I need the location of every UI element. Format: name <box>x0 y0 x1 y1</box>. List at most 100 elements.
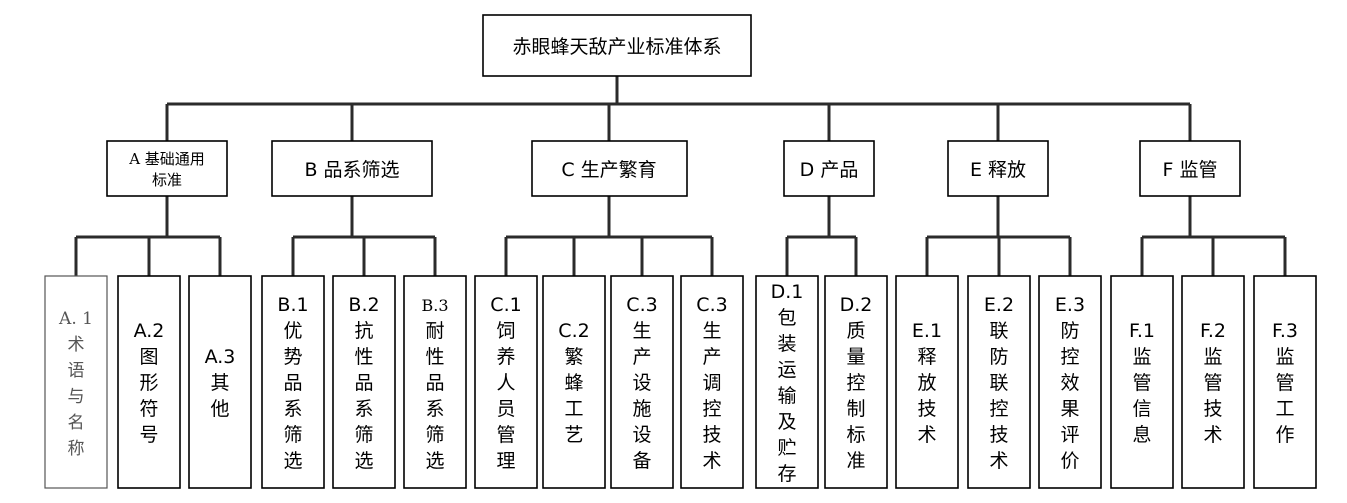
leaf-box <box>1110 275 1174 489</box>
leaf-char: 性 <box>425 346 444 368</box>
leaf-char: 其 <box>210 372 229 394</box>
leaf-char: 联 <box>989 320 1008 342</box>
leaf-char: 管 <box>1203 372 1222 394</box>
category-box <box>947 140 1049 197</box>
category-label: A 基础通用 <box>128 150 205 168</box>
leaf-box <box>188 275 252 489</box>
leaf-char: 输 <box>777 385 796 407</box>
leaf-char: 量 <box>846 346 865 368</box>
category-c: C 生产繁育 <box>531 140 688 197</box>
leaf-char: 释 <box>917 346 936 368</box>
leaf-code: A.3 <box>205 346 236 368</box>
leaf-box <box>44 275 108 489</box>
leaf-char: 及 <box>777 411 796 433</box>
leaf-char: 监 <box>1203 346 1222 368</box>
leaf-char: 技 <box>917 398 936 420</box>
leaf-char: 包 <box>777 307 796 329</box>
root-box <box>482 14 752 77</box>
leaf-char: 息 <box>1132 424 1151 446</box>
leaf-char: 生 <box>632 320 651 342</box>
category-label: D 产品 <box>800 159 859 181</box>
leaf-char: 管 <box>496 424 515 446</box>
leaf-code: E.1 <box>912 320 942 342</box>
leaf-char: 控 <box>846 372 865 394</box>
leaf-char: 他 <box>210 398 229 420</box>
leaf-char: 系 <box>354 398 373 420</box>
leaf-char: 语 <box>68 361 85 381</box>
category-b: B 品系筛选 <box>271 140 433 197</box>
leaf-char: 术 <box>68 335 85 355</box>
leaf-char: 产 <box>632 346 651 368</box>
leaf-char: 监 <box>1275 346 1294 368</box>
leaf-box <box>117 275 181 489</box>
leaf-char: 评 <box>1060 424 1079 446</box>
leaf-char: 蜂 <box>564 372 583 394</box>
leaf-char: 联 <box>989 372 1008 394</box>
leaf-box <box>1253 275 1317 489</box>
leaf-char: 设 <box>632 372 651 394</box>
leaf-char: 控 <box>1060 346 1079 368</box>
leaf-nodes: A. 1术语与名称A.2图形符号A.3其他B.1优势品系筛选B.2抗性品系筛选B… <box>44 275 1317 489</box>
leaf-char: 运 <box>777 359 796 381</box>
leaf-box <box>1181 275 1245 489</box>
category-label: F 监管 <box>1163 159 1218 181</box>
leaf-char: 生 <box>702 320 721 342</box>
leaf-char: 质 <box>846 320 865 342</box>
category-label: C 生产繁育 <box>561 159 656 181</box>
leaf-char: 技 <box>702 424 721 446</box>
leaf-char: 系 <box>425 398 444 420</box>
leaf-char: 产 <box>702 346 721 368</box>
category-f: F 监管 <box>1139 140 1241 197</box>
leaf-box <box>610 275 674 489</box>
leaf-box <box>755 275 819 489</box>
leaf-code: C.1 <box>490 294 521 316</box>
leaf-char: 名 <box>68 413 85 433</box>
leaf-char: 管 <box>1132 372 1151 394</box>
leaf-char: 品 <box>425 372 444 394</box>
leaf-code: B.2 <box>348 294 379 316</box>
leaf-char: 品 <box>354 372 373 394</box>
leaf-box <box>403 275 467 489</box>
leaf-box <box>680 275 744 489</box>
leaf-char: 术 <box>1203 424 1222 446</box>
leaf-char: 术 <box>989 450 1008 472</box>
connector-lines <box>74 76 1287 276</box>
leaf-char: 标 <box>846 424 865 446</box>
leaf-char: 作 <box>1275 424 1294 446</box>
leaf-char: 筛 <box>425 424 444 446</box>
leaf-char: 果 <box>1060 398 1079 420</box>
leaf-code: D.1 <box>771 281 804 303</box>
leaf-code: C.2 <box>558 320 589 342</box>
leaf-char: 筛 <box>283 424 302 446</box>
leaf-char: 准 <box>846 450 865 472</box>
leaf-char: 术 <box>702 450 721 472</box>
leaf-char: 放 <box>917 372 936 394</box>
leaf-char: 价 <box>1060 450 1079 472</box>
leaf-code: F.1 <box>1129 320 1155 342</box>
leaf-char: 控 <box>702 398 721 420</box>
leaf-char: 筛 <box>354 424 373 446</box>
leaf-char: 耐 <box>425 320 444 342</box>
root-node: 赤眼蜂天敌产业标准体系 <box>482 14 752 77</box>
leaf-code: E.3 <box>1055 294 1085 316</box>
leaf-char: 与 <box>68 387 85 407</box>
leaf-code: D.2 <box>840 294 873 316</box>
leaf-box <box>824 275 888 489</box>
leaf-char: 选 <box>283 450 302 472</box>
leaf-box <box>261 275 325 489</box>
leaf-code: B.1 <box>277 294 308 316</box>
category-e: E 释放 <box>947 140 1049 197</box>
leaf-char: 备 <box>632 450 651 472</box>
category-box <box>1139 140 1241 197</box>
leaf-char: 号 <box>139 424 158 446</box>
